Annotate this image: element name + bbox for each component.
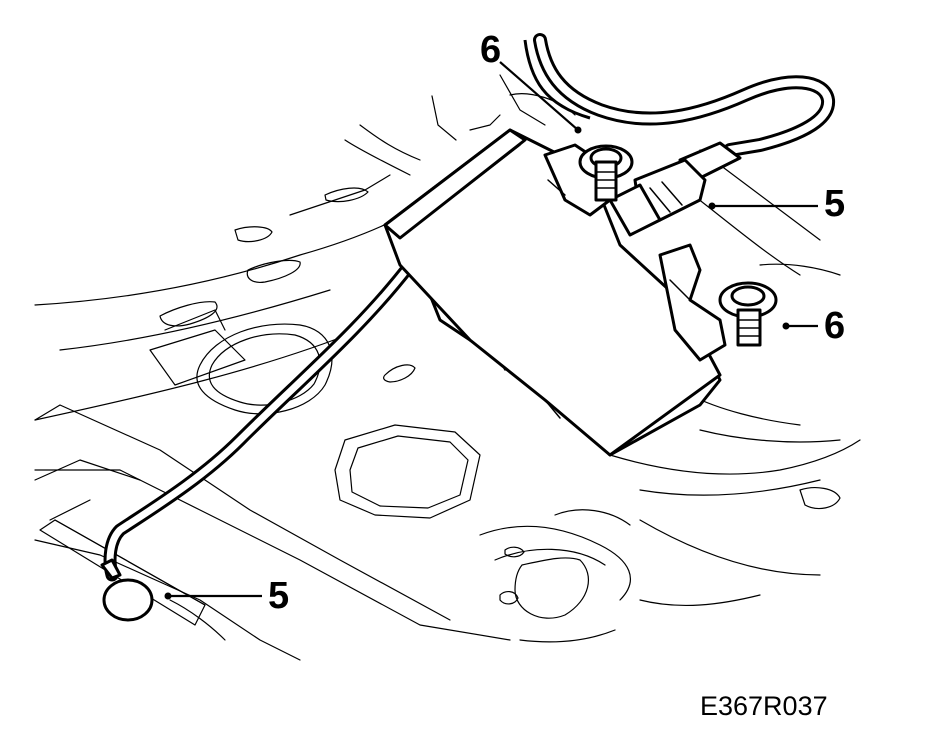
- callout-6-top: 6: [480, 29, 501, 71]
- callout-5-right: 5: [824, 183, 845, 225]
- canister-unit: [383, 128, 727, 457]
- hose-connector: [608, 141, 742, 237]
- floor-panel-background: [34, 74, 861, 661]
- fuel-pipe: [100, 258, 417, 622]
- figure-code: E367R037: [700, 691, 828, 721]
- screw-right: [718, 281, 778, 347]
- callout-6-right: 6: [824, 305, 845, 347]
- leader-lines: [164, 61, 818, 600]
- callout-5-left: 5: [268, 575, 289, 617]
- screw-top: [578, 144, 634, 202]
- hose-upper: [523, 33, 835, 157]
